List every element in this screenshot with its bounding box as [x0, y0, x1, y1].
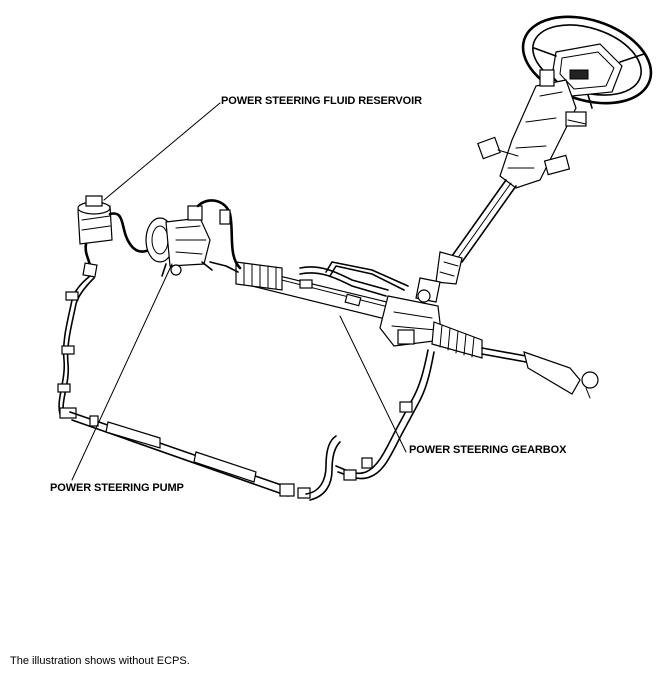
fluid-reservoir: [77, 195, 158, 278]
steering-gearbox: [235, 261, 599, 399]
reservoir-label: POWER STEERING FLUID RESERVOIR: [221, 95, 422, 107]
gearbox-label: POWER STEERING GEARBOX: [409, 444, 567, 456]
illustration-caption: The illustration shows without ECPS.: [10, 655, 190, 667]
steering-pump: [145, 199, 242, 277]
steering-column: [415, 69, 587, 303]
leader-lines: [71, 102, 407, 481]
pump-label: POWER STEERING PUMP: [50, 482, 184, 494]
return-line: [57, 275, 435, 501]
